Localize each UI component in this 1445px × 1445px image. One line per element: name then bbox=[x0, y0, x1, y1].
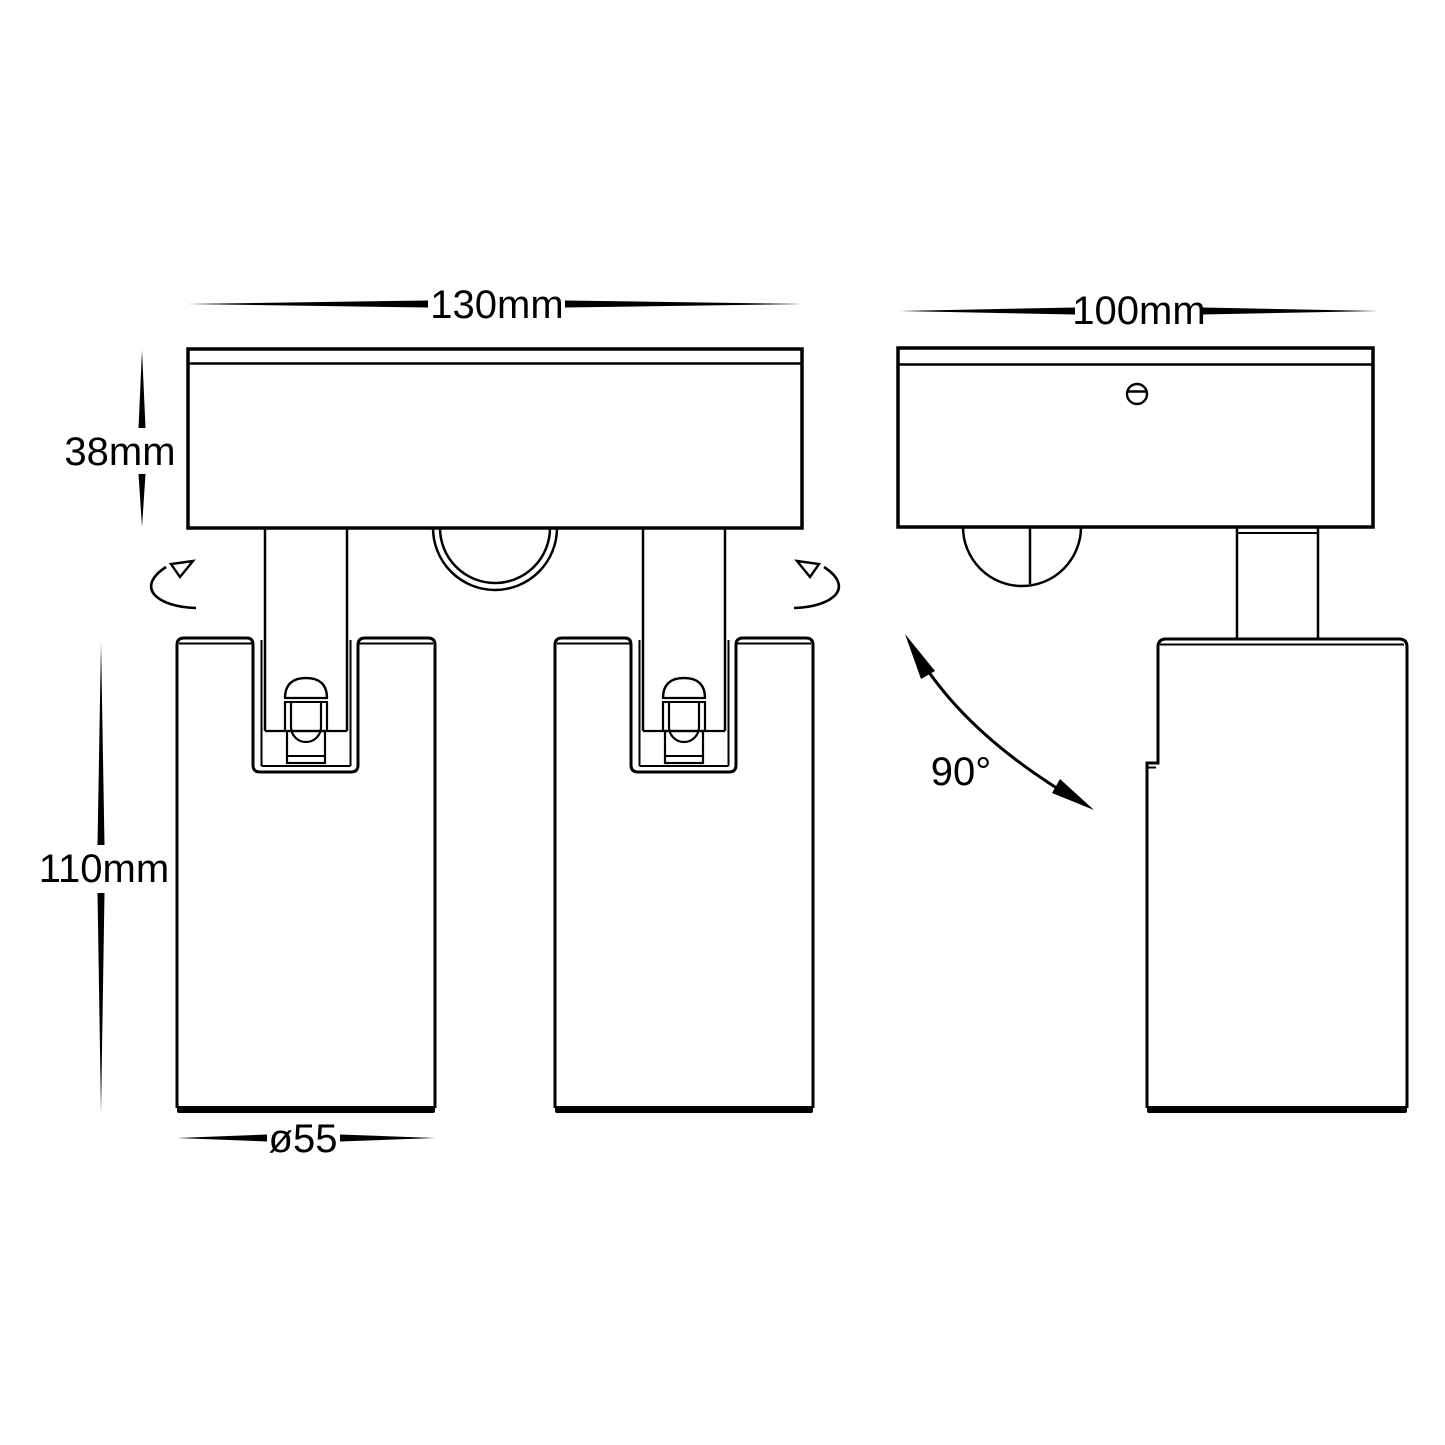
tilt-arc-arrowhead-icon bbox=[1052, 779, 1094, 810]
left-rotation-arrowhead-icon bbox=[168, 559, 196, 579]
front-left-spot-body bbox=[175, 636, 437, 1113]
dim-line-taper bbox=[340, 1134, 435, 1142]
front-right-adjust-knob bbox=[661, 676, 707, 765]
front-right-knob-slot bbox=[667, 702, 701, 744]
side-canopy-plate bbox=[896, 346, 1375, 529]
dimension-side-width: 100mm bbox=[899, 289, 1378, 333]
front-center-arch-inner bbox=[438, 527, 552, 585]
dim-line-taper bbox=[565, 300, 803, 308]
front-right-spot-body-outline bbox=[553, 636, 815, 1108]
dim-line-taper bbox=[138, 350, 146, 428]
side-spot-body-outline bbox=[1145, 637, 1409, 1108]
side-width-label: 100mm bbox=[1072, 289, 1205, 333]
dim-line-taper bbox=[1203, 307, 1378, 315]
right-rotation-arrow-curve bbox=[793, 565, 841, 610]
front-left-stem bbox=[263, 528, 349, 733]
tilt-arc-arrowhead-icon bbox=[905, 634, 935, 679]
dim-line-taper bbox=[177, 1134, 267, 1142]
dim-line-taper bbox=[97, 642, 105, 845]
body-diameter-label: ø55 bbox=[269, 1117, 338, 1161]
canopy-height-label: 38mm bbox=[64, 430, 175, 474]
dimension-body-height: 110mm bbox=[39, 642, 169, 1113]
dim-line-taper bbox=[899, 307, 1075, 315]
front-right-body-bottom-rim bbox=[555, 1106, 813, 1113]
front-left-spot-body-outline bbox=[175, 636, 437, 1108]
left-rotation-arrow-curve bbox=[149, 565, 197, 610]
right-rotation-arrow bbox=[793, 559, 841, 610]
dimension-canopy-height: 38mm bbox=[64, 350, 176, 527]
front-right-knob-dome bbox=[661, 676, 707, 699]
side-arch-curve bbox=[961, 526, 1083, 588]
dimension-body-diameter: ø55 bbox=[177, 1117, 435, 1161]
front-view: 130mm 38mm 110mm ø55 bbox=[39, 283, 841, 1161]
screw-head-circle bbox=[1125, 382, 1149, 406]
front-width-label: 130mm bbox=[430, 283, 563, 327]
tilt-angle-annotation: 90° bbox=[905, 634, 1094, 810]
front-left-knob-bracket bbox=[285, 729, 327, 765]
front-right-spot-body bbox=[553, 636, 815, 1113]
front-center-arch-outer bbox=[431, 527, 559, 592]
dimension-front-width: 130mm bbox=[187, 283, 803, 327]
side-stem bbox=[1235, 528, 1320, 639]
right-rotation-arrowhead-icon bbox=[794, 559, 822, 579]
front-left-knob-dome bbox=[283, 676, 329, 699]
side-spot-body bbox=[1145, 637, 1409, 1113]
front-canopy-plate bbox=[186, 347, 804, 530]
front-right-stem bbox=[641, 528, 727, 733]
side-body-bottom-rim bbox=[1147, 1106, 1407, 1113]
dim-line-taper bbox=[187, 300, 428, 308]
front-right-knob-bracket bbox=[663, 729, 705, 765]
dim-line-taper bbox=[138, 474, 146, 527]
left-rotation-arrow bbox=[149, 559, 197, 610]
side-view: 90° 100mm bbox=[896, 289, 1409, 1113]
front-left-adjust-knob bbox=[283, 676, 329, 765]
front-left-knob-slot bbox=[289, 702, 323, 744]
front-left-body-bottom-rim bbox=[177, 1106, 435, 1113]
body-height-label: 110mm bbox=[39, 847, 169, 891]
dim-line-taper bbox=[97, 893, 105, 1113]
screw-head-icon bbox=[1125, 382, 1149, 406]
tilt-angle-label: 90° bbox=[931, 750, 992, 794]
side-center-arch bbox=[961, 526, 1083, 588]
